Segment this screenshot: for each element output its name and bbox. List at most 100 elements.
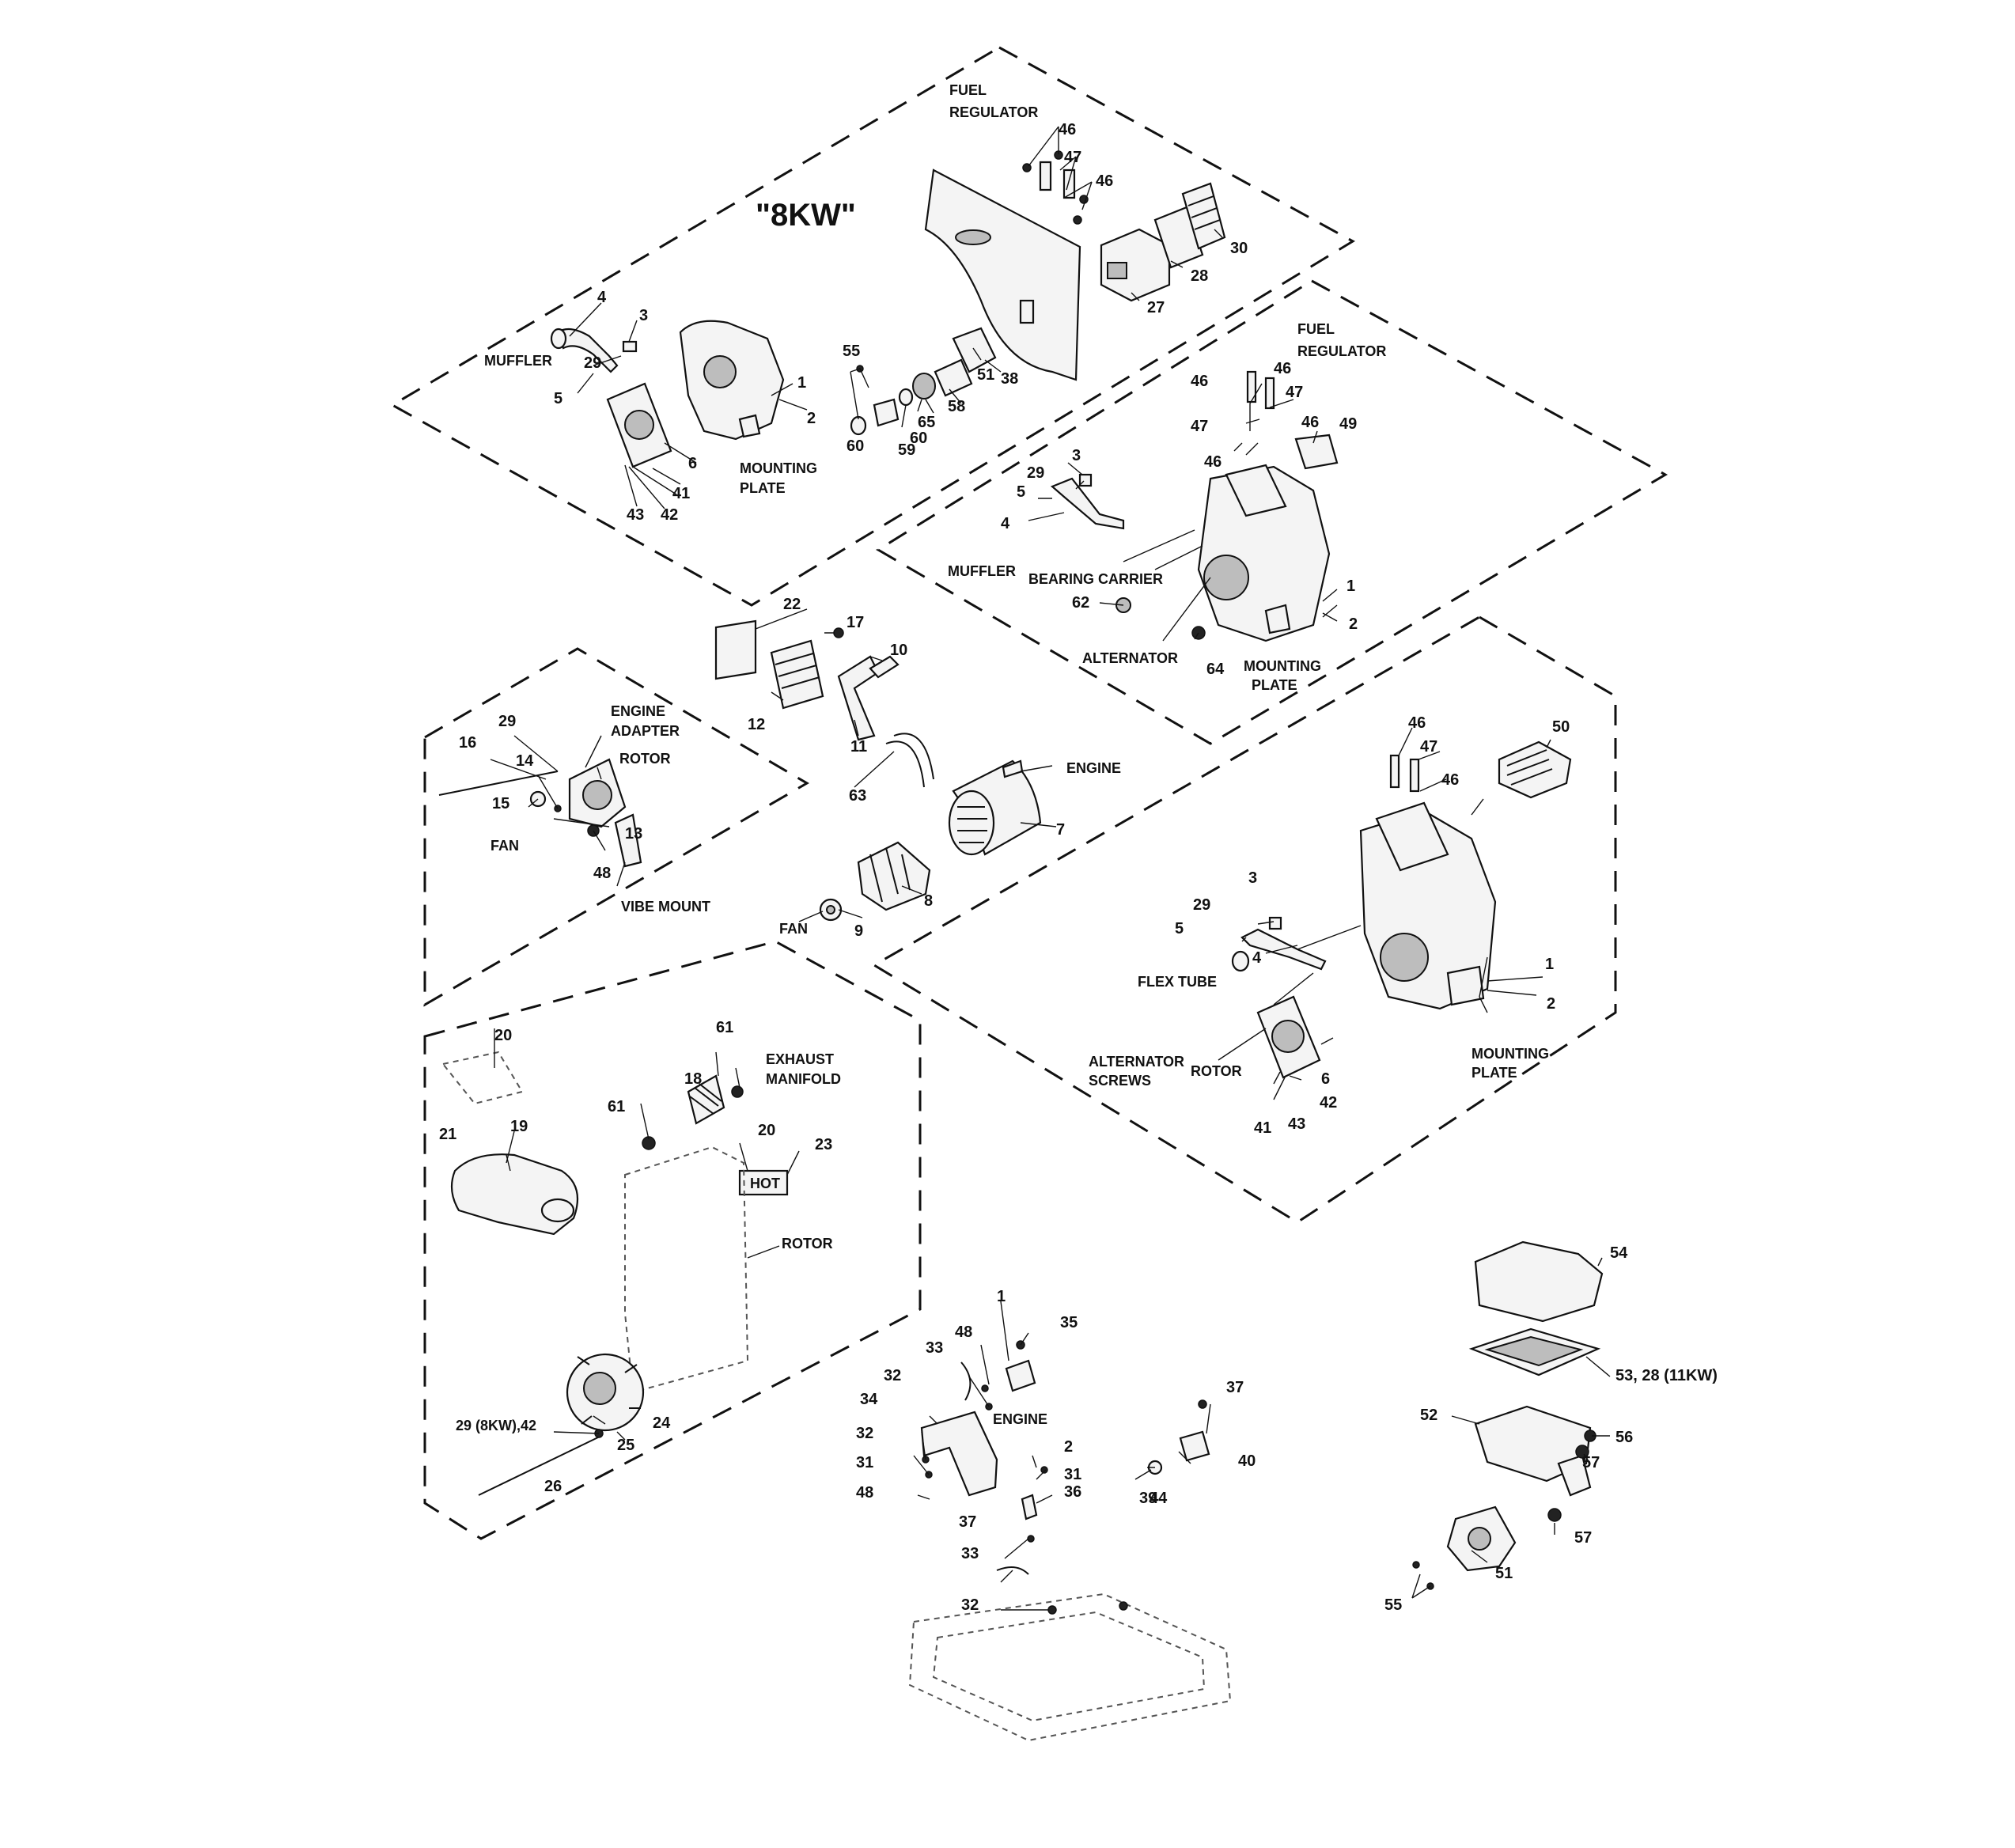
enclosure-ghost [624,1146,749,1394]
band-63-a [893,733,934,780]
callout-labels: 4647463028273851586560596055432951264142… [439,82,1718,1614]
top-panel-caption: MOUNTING [740,460,817,476]
right-panel-callout-number: 47 [1420,738,1437,755]
right-panel-callout-number: 42 [1320,1094,1337,1111]
part-58 [934,358,973,397]
right-panel-caption: FLEX TUBE [1138,974,1217,990]
top-panel-callout-number: 60 [910,430,927,447]
left-panel-callout-number: 48 [593,865,611,882]
top-panel-callout-number: 5 [554,390,562,407]
leader-lines [490,126,1611,1611]
air-box-parts [1412,1240,1604,1590]
right-panel-callout-number: 29 [1193,896,1210,914]
right-panel-caption: SCREWS [1089,1073,1151,1089]
top-panel-callout-number: 29 [584,354,601,372]
fuel-regulator-bar-b [1062,169,1076,199]
bottom-left-panel-callout-number: 26 [544,1478,562,1495]
fuel-regulator-bar-f [1409,758,1420,793]
engine-right-cover [1375,801,1449,872]
bearing-59 [873,398,900,427]
center-callout-number: 9 [854,922,863,940]
center-callout-number: 8 [924,892,933,910]
engine-cover [1225,464,1287,517]
bottom-left-panel-caption: EXHAUST [766,1051,834,1067]
fuel-regulator-bar-e [1389,754,1400,789]
right-top-panel-caption: PLATE [1252,677,1297,693]
clamp-3 [622,340,638,353]
right-top-panel-callout-number: 4 [1001,515,1010,532]
ring-60b [898,388,914,407]
top-panel-callout-number: 46 [1096,172,1113,190]
base-callout-number: 31 [1064,1466,1081,1483]
top-panel-callout-number: 51 [977,366,994,384]
base-callout-number: 44 [1150,1490,1168,1507]
right-panel-callout-number: 6 [1321,1070,1330,1088]
air-box-callout-number: 51 [1495,1565,1513,1582]
air-base-spout [1557,1454,1592,1497]
bottom-left-panel-callout-number: 23 [815,1136,832,1153]
center-caption: ENGINE [1066,760,1121,776]
top-panel-callout-number: 47 [1064,149,1081,166]
right-panel-callout-number: 43 [1288,1115,1305,1133]
air-box-callout-number: 56 [1615,1429,1633,1446]
right-panel-callout-number: 4 [1252,949,1262,967]
base-callout-number: 35 [1060,1314,1078,1331]
center-callout-number: 17 [847,614,864,631]
region-bottom-left [423,940,922,1540]
base-callout-number: 34 [860,1391,878,1408]
clamp [1268,916,1282,930]
top-panel-callout-number: 42 [661,506,678,524]
top-panel-caption: PLATE [740,480,786,496]
bracket-34 [920,1411,998,1497]
base-callout-number: 33 [926,1339,943,1357]
right-top-panel-callout-number: 47 [1191,418,1208,435]
bottom-left-panel-callout-number: 61 [716,1019,733,1036]
air-box-port [1107,262,1127,279]
engine-right-flywheel [1380,933,1429,982]
muffler-21-outlet [540,1198,575,1223]
rod-26 [478,1435,602,1496]
right-panel-callout-number: 50 [1552,718,1570,736]
base-frame-ghost [908,1592,1232,1742]
center-callout-number: 12 [748,716,765,733]
bracket-10 [869,655,900,679]
air-box-callout-number: 53, 28 (11KW) [1615,1367,1718,1384]
hot-placard-text: HOT [750,1176,780,1191]
base-callout-number: 48 [955,1324,972,1341]
wire-33 [996,1566,1029,1575]
vibe-mount-13 [614,813,642,868]
fuel-regulator-bar-d [1264,377,1275,410]
base-frame-inner-ghost [932,1611,1206,1722]
top-panel-callout-number: 30 [1230,240,1248,257]
air-box-callout-number: 54 [1610,1244,1628,1262]
bottom-left-panel-callout-number: 20 [758,1122,775,1139]
throttle-bore [1468,1527,1491,1551]
fitting [1119,1601,1128,1611]
center-callout-number: 63 [849,787,866,805]
top-panel-callout-number: 38 [1001,370,1018,388]
bottom-left-panel-callout-number: 18 [684,1070,702,1088]
fastener [1079,195,1089,204]
left-panel-parts [438,758,642,868]
fitting [1027,1535,1035,1543]
top-panel-callout-number: 58 [948,398,965,415]
frame-22 [714,619,757,680]
top-panel-callout-number: 1 [797,374,806,392]
center-callout-number: 11 [850,738,867,755]
region-right-top [876,279,1668,745]
clamp [1078,473,1093,487]
fitting-57b [1547,1508,1562,1522]
right-top-panel-callout-number: 29 [1027,464,1044,482]
base-callout-number: 1 [997,1288,1006,1305]
fitting-57a [1575,1445,1589,1459]
base-callout-number: 32 [884,1367,901,1384]
left-panel-caption: FAN [490,838,519,854]
right-top-panel-callout-number: 46 [1191,373,1208,390]
fitting-61b [731,1085,744,1098]
flex-tube-end [1231,950,1250,972]
muffler-tube-4 [556,328,619,373]
top-panel-callout-number: 3 [639,307,648,324]
part-50 [1498,740,1572,799]
band-63-b [885,740,925,788]
